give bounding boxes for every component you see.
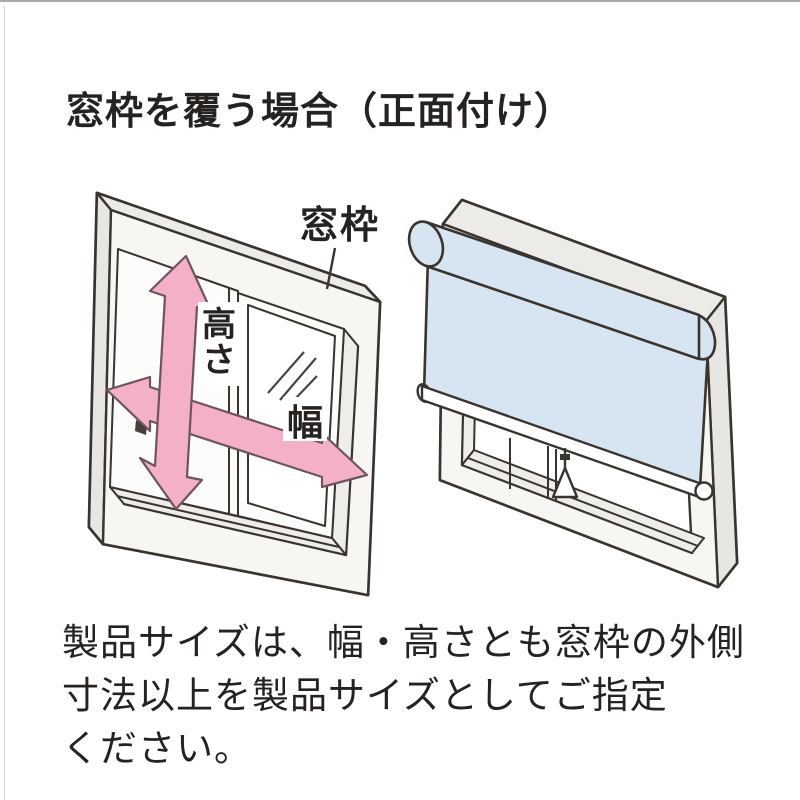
- size-instruction-line: ください。: [62, 727, 252, 770]
- page-left-border: [4, 6, 5, 800]
- size-instruction-line: 製品サイズは、幅・高さとも窓枠の外側: [62, 621, 745, 664]
- width-label: 幅: [287, 403, 323, 444]
- height-label-backdrop: [198, 302, 240, 386]
- width-label-backdrop: [283, 397, 327, 441]
- pull-tab: [551, 448, 579, 499]
- window-frame-label: 窓枠: [300, 203, 380, 247]
- bottom-bar-right-cap: [694, 481, 714, 501]
- glass-shine-lines: [267, 351, 318, 401]
- page-title: 窓枠を覆う場合（正面付け）: [66, 89, 574, 133]
- pull-tab-triangle: [551, 466, 579, 499]
- page-top-border: [0, 0, 800, 2]
- roller-blind-installed-illustration: [407, 198, 739, 589]
- window-frame-measure-illustration: 高さ 幅 窓枠: [87, 191, 382, 597]
- height-label: 高さ: [202, 305, 236, 380]
- frame-label-pointer: [325, 247, 337, 290]
- roller-left-cap: [407, 220, 445, 268]
- size-instruction-text: 製品サイズは、幅・高さとも窓枠の外側 寸法以上を製品サイズとしてご指定 ください…: [62, 616, 772, 775]
- pull-tab-clip: [560, 454, 570, 460]
- size-instruction-line: 寸法以上を製品サイズとしてご指定: [62, 674, 668, 717]
